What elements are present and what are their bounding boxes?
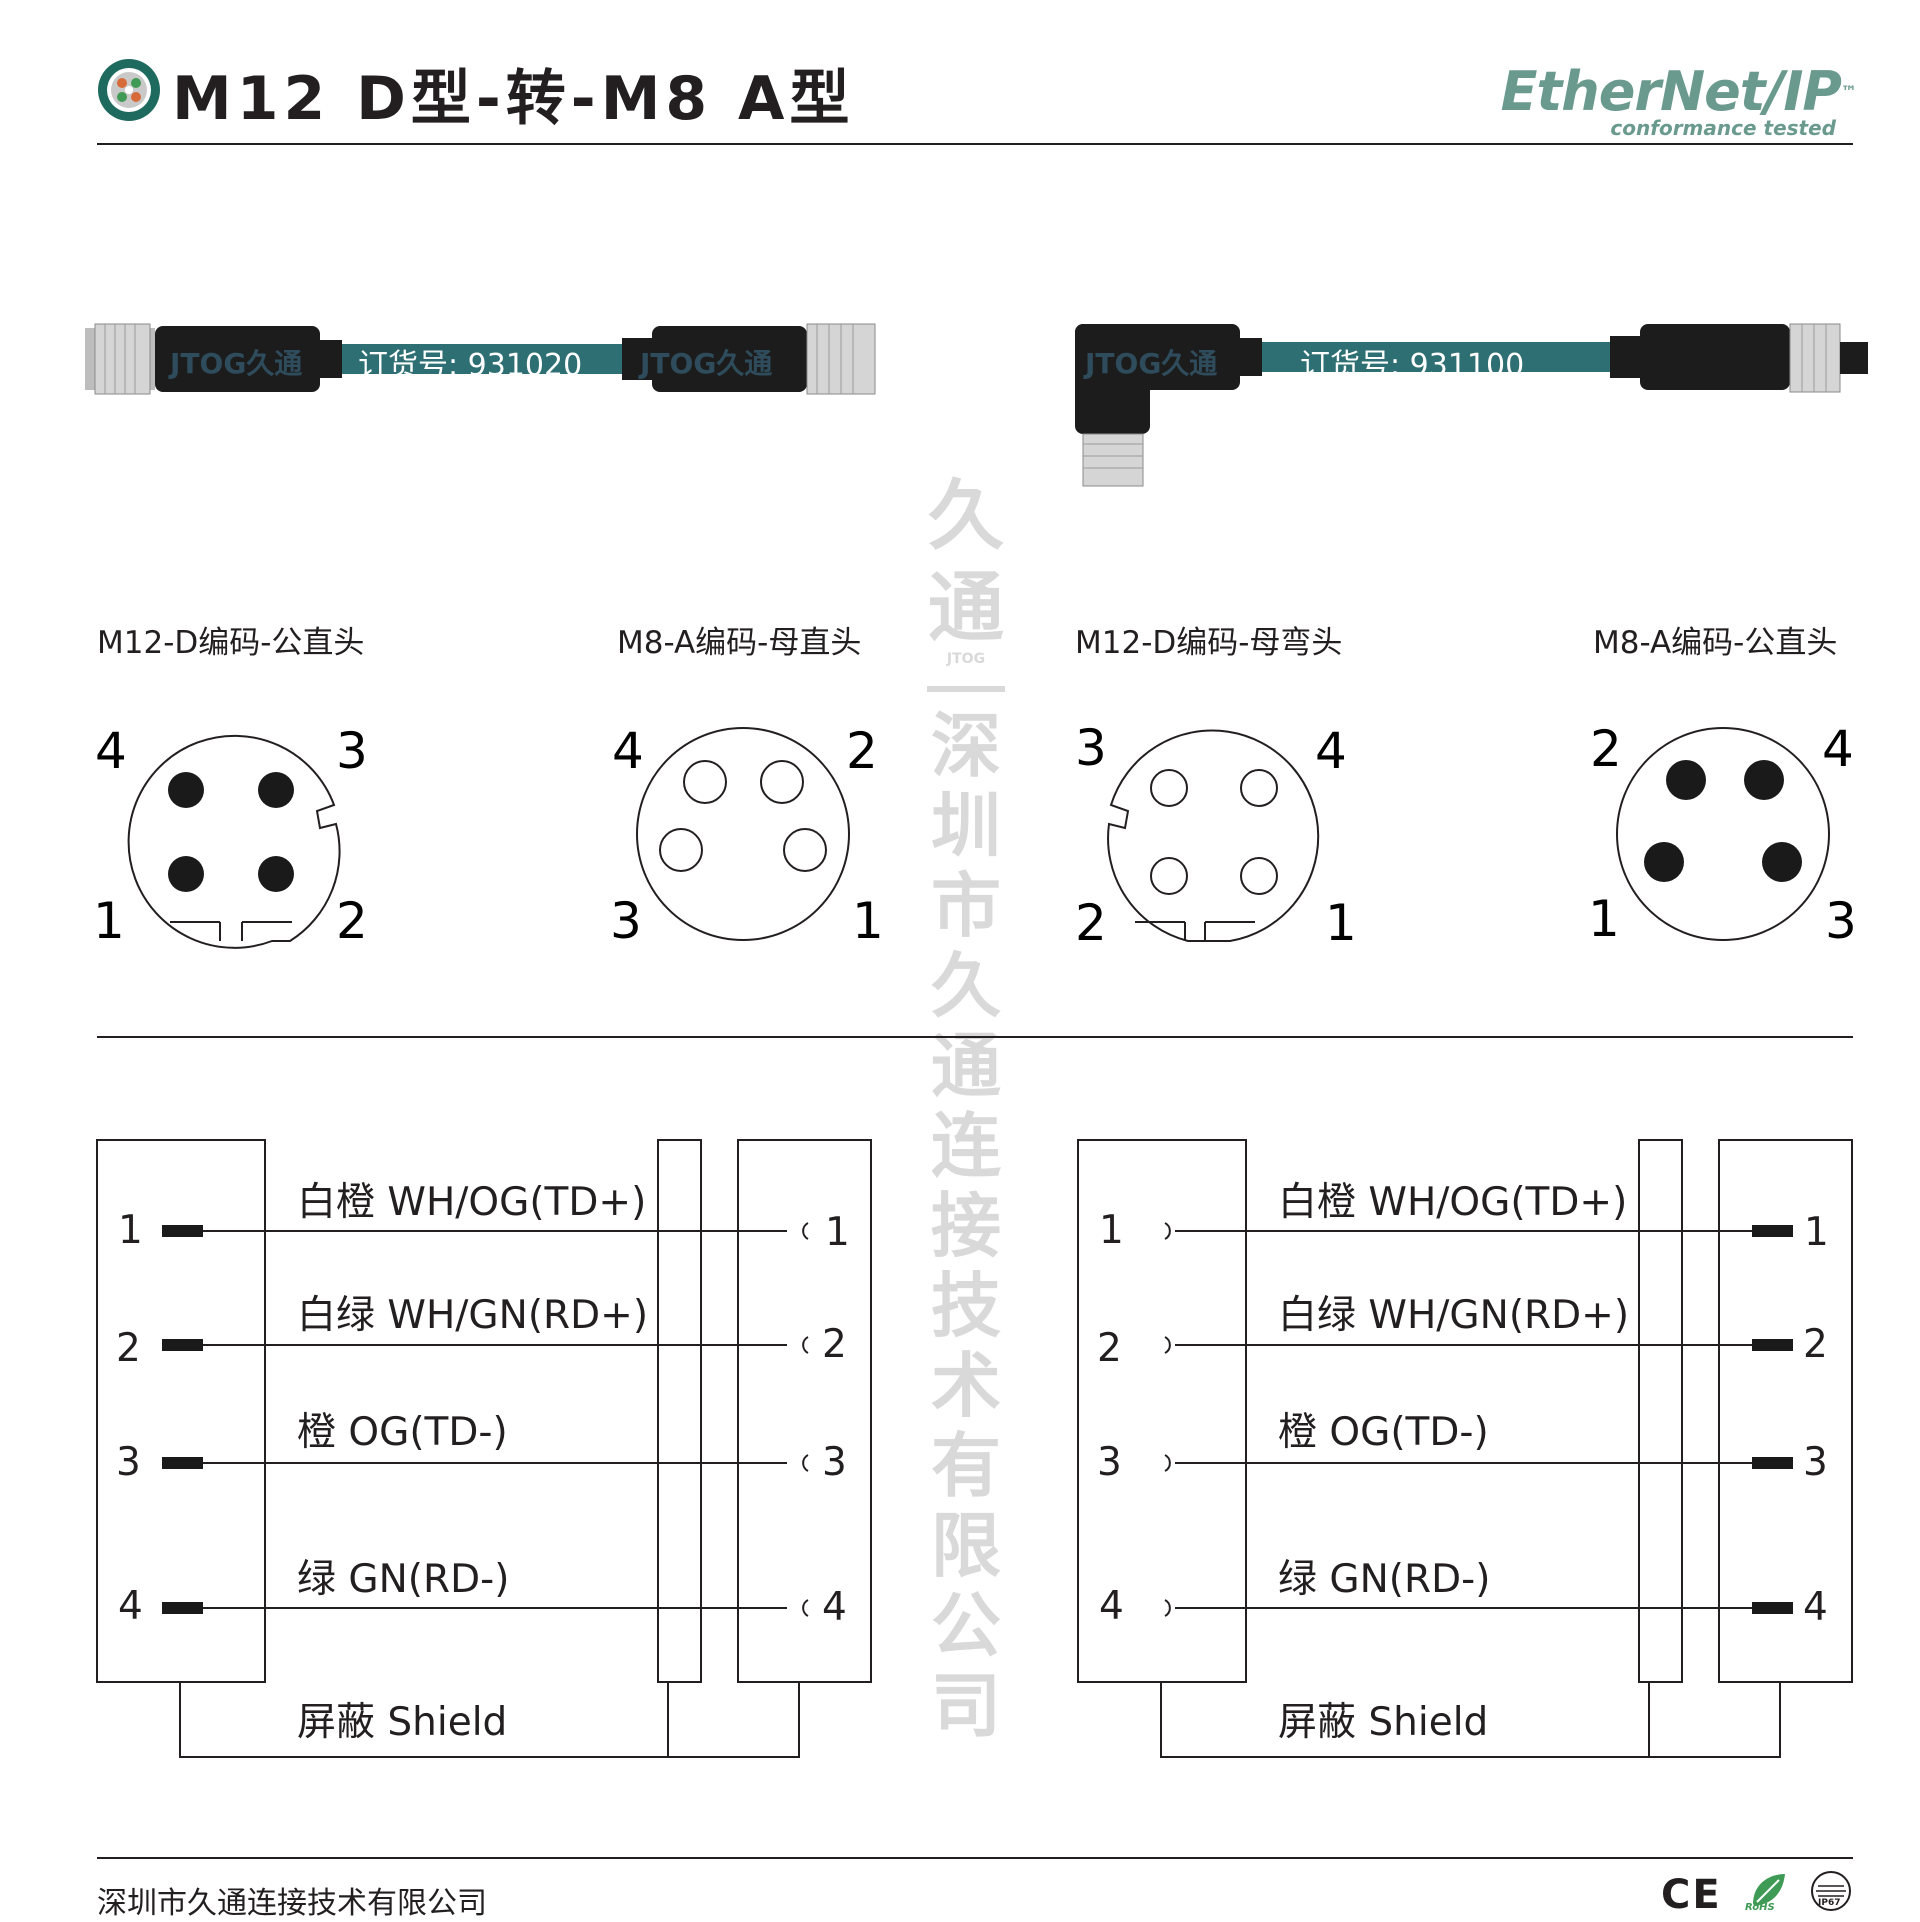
watermark: 久通 JTOG 深圳市久通连接技术有限公司 (925, 470, 1007, 1746)
section-rule (97, 1036, 1853, 1038)
pin-socket (1150, 857, 1188, 895)
pin-socket (1240, 857, 1278, 895)
pin-number: 1 (1588, 890, 1620, 948)
wire-label: 白橙 WH/OG(TD+) (297, 1180, 646, 1225)
cable-brand-mark: JTOG久通 (170, 347, 303, 380)
pin-number: 2 (1075, 894, 1107, 952)
wire-label: 橙 OG(TD-) (1278, 1410, 1489, 1455)
ethernet-ip-logo-text: EtherNet/IP (1500, 60, 1842, 123)
pin-number: 3 (610, 892, 642, 950)
connector-label: M12-D编码-公直头 (97, 625, 365, 661)
pinout-diagrams: 4 3 1 2 4 2 3 1 3 4 2 1 2 (93, 719, 1857, 952)
wire-pin-number: 2 (1803, 1322, 1828, 1367)
wire-pin-number: 2 (822, 1322, 847, 1367)
wire-pin-number: 4 (1099, 1584, 1124, 1629)
pin-number: 2 (1590, 720, 1622, 778)
ethernet-ip-subtitle: conformance tested (1610, 116, 1836, 140)
company-logo-icon (97, 58, 161, 126)
pin-contact (1644, 842, 1684, 882)
wire-pin-number: 1 (1804, 1210, 1829, 1255)
connector-face-m8-a-male: 2 4 1 3 (1588, 720, 1857, 950)
wire-pin-number: 3 (822, 1440, 847, 1485)
pin-number: 4 (1822, 720, 1854, 778)
connector-face-m8-a-female: 4 2 3 1 (610, 722, 884, 950)
order-number-label: 订货号: 931100 (1300, 348, 1525, 383)
rohs-icon: RoHS (1745, 1868, 1791, 1918)
pin-socket (1150, 769, 1188, 807)
wiring-diagrams: 1 2 3 4 1 2 3 4 白橙 WH/OG(TD+) 白绿 WH/GN(R… (96, 1139, 1853, 1758)
wire-label: 白橙 WH/OG(TD+) (1278, 1180, 1627, 1225)
cable-image-931020 (85, 310, 885, 414)
pin-socket (783, 828, 827, 872)
connector-label: M8-A编码-公直头 (1593, 625, 1838, 661)
connector-face-m12-d-female: 3 4 2 1 (1075, 719, 1357, 952)
rohs-label: RoHS (1745, 1902, 1775, 1913)
pin-number: 3 (336, 722, 368, 780)
page-title: M12 D型-转-M8 A型 (172, 64, 855, 134)
wire-pin-number: 4 (118, 1584, 143, 1629)
watermark-brand: 久通 (928, 471, 1004, 652)
wire-pin-number: 3 (1803, 1440, 1828, 1485)
pin-number: 1 (1325, 894, 1357, 952)
wire-pin-number: 4 (1803, 1585, 1828, 1630)
pin-number: 3 (1075, 719, 1107, 777)
pin-socket (683, 760, 727, 804)
wire-label: 白绿 WH/GN(RD+) (297, 1293, 648, 1338)
wire-pin-number: 2 (1097, 1326, 1122, 1371)
pin-contact (1762, 842, 1802, 882)
pin-socket (760, 760, 804, 804)
pin-contact (258, 772, 294, 808)
pin-contact (168, 772, 204, 808)
watermark-brand-sub: JTOG (946, 651, 986, 667)
pin-number: 4 (1315, 722, 1347, 780)
header-rule (97, 143, 1853, 145)
footer-rule (97, 1857, 1853, 1859)
wiring-diagram-right (1077, 1139, 1853, 1758)
wiring-diagram-left (96, 1139, 872, 1758)
pin-contact (1666, 760, 1706, 800)
pin-number: 1 (852, 892, 884, 950)
wiring-diagram-left-pins (162, 1225, 203, 1614)
pin-number: 4 (612, 722, 644, 780)
cable-brand-mark: JTOG久通 (1085, 347, 1218, 380)
cable-image-931100 (1075, 310, 1875, 494)
pin-number: 3 (1825, 892, 1857, 950)
pin-number: 2 (336, 892, 368, 950)
pin-socket (1240, 769, 1278, 807)
pin-contact (1744, 760, 1784, 800)
footer-company: 深圳市久通连接技术有限公司 (97, 1886, 487, 1921)
trademark-symbol: ™ (1841, 82, 1857, 101)
pin-number: 2 (846, 722, 878, 780)
wire-pin-number: 1 (1099, 1208, 1124, 1253)
watermark-company: 深圳市久通连接技术有限公司 (931, 705, 1001, 1747)
shield-label: 屏蔽 Shield (1278, 1700, 1488, 1745)
pin-contact (168, 856, 204, 892)
pin-number: 1 (93, 892, 125, 950)
pin-contact (258, 856, 294, 892)
wire-pin-number: 3 (1097, 1440, 1122, 1485)
ip67-label: IP67 (1818, 1898, 1841, 1908)
wire-pin-number: 1 (118, 1208, 143, 1253)
wire-pin-number: 3 (116, 1440, 141, 1485)
connector-label: M12-D编码-母弯头 (1075, 625, 1343, 661)
wire-label: 橙 OG(TD-) (297, 1410, 508, 1455)
wire-pin-number: 1 (825, 1210, 850, 1255)
ethernet-ip-logo: EtherNet/IP™ conformance tested (1501, 64, 1857, 141)
wire-pin-number: 4 (822, 1585, 847, 1630)
wire-pin-number: 2 (116, 1326, 141, 1371)
connector-label: M8-A编码-母直头 (617, 625, 862, 661)
order-number-label: 订货号: 931020 (358, 348, 583, 383)
wire-label: 绿 GN(RD-) (297, 1557, 509, 1602)
pin-number: 4 (95, 722, 127, 780)
connector-face-m12-d-male: 4 3 1 2 (93, 722, 368, 950)
wiring-diagram-right-pins (1752, 1225, 1793, 1614)
cable-brand-mark: JTOG久通 (640, 347, 773, 380)
wire-label: 白绿 WH/GN(RD+) (1278, 1293, 1629, 1338)
ce-mark-icon: CE (1661, 1872, 1722, 1918)
ip67-icon: IP67 (1810, 1870, 1852, 1912)
wire-label: 绿 GN(RD-) (1278, 1557, 1490, 1602)
pin-socket (659, 828, 703, 872)
shield-label: 屏蔽 Shield (297, 1700, 507, 1745)
